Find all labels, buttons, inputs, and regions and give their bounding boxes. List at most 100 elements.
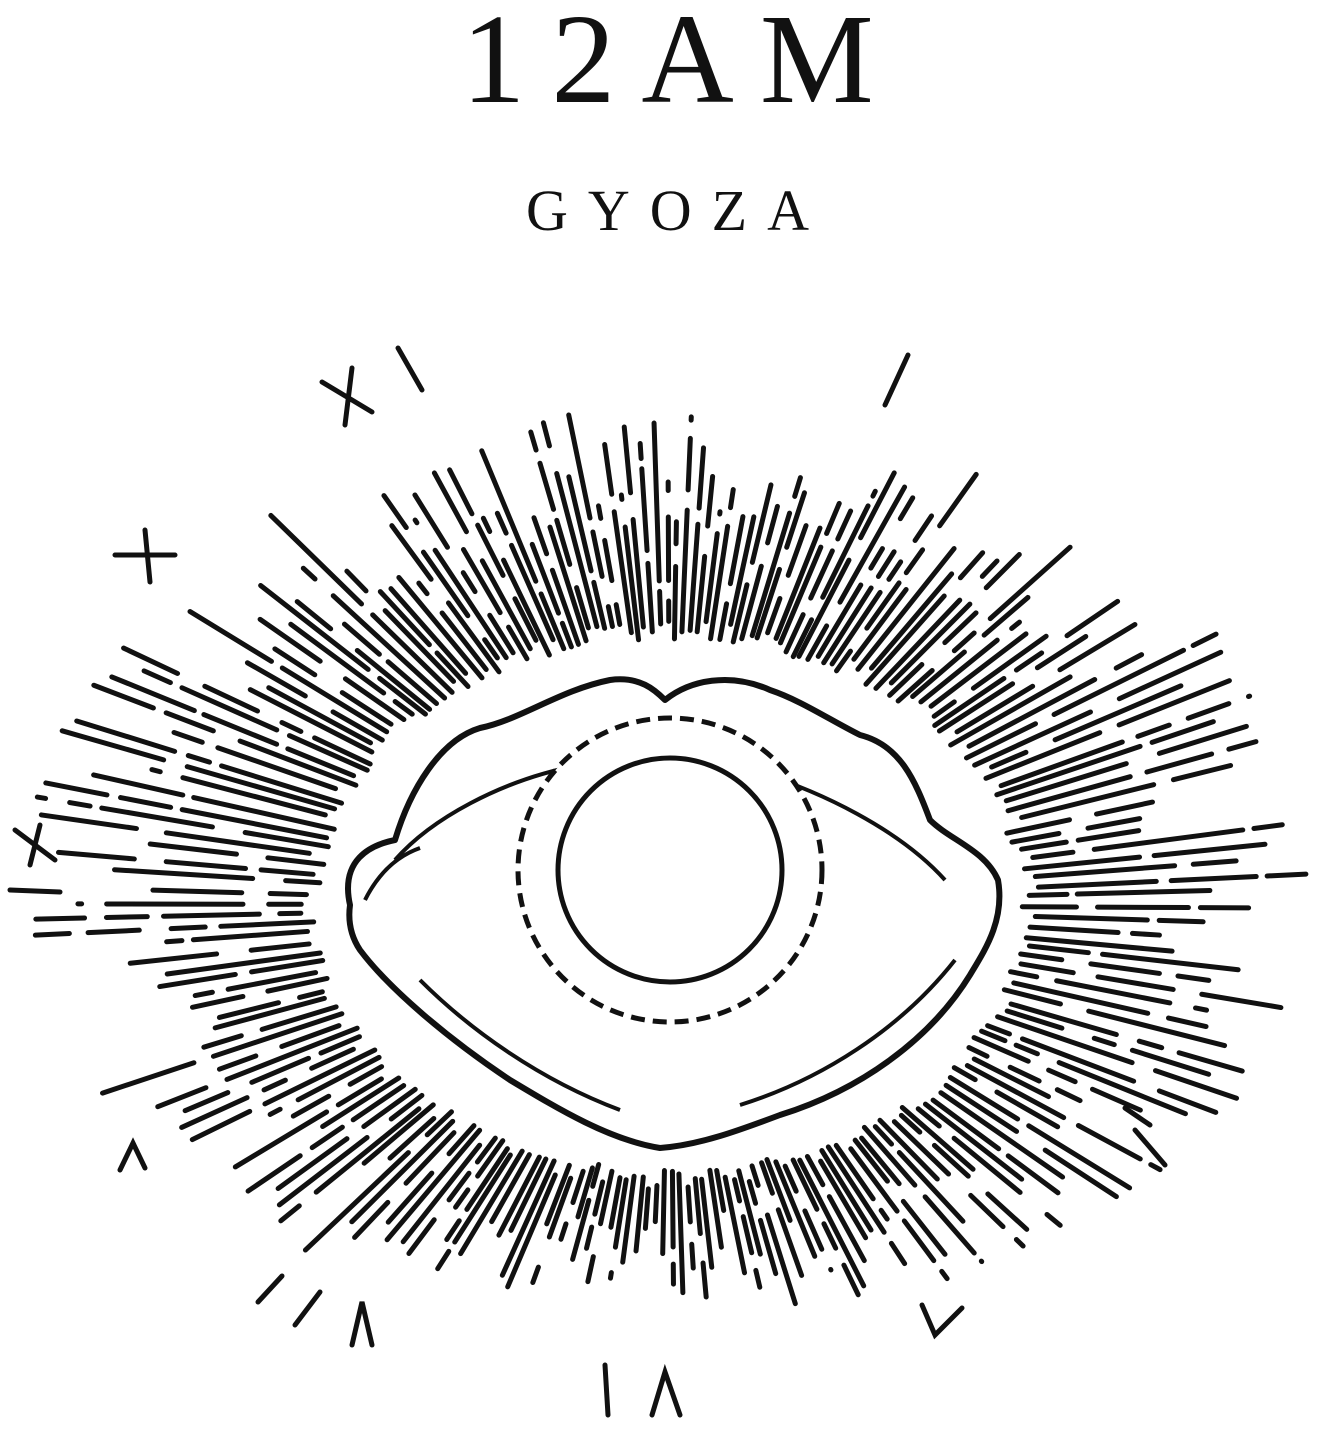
ray-segment	[32, 930, 72, 938]
ray-segment	[435, 1248, 452, 1272]
ray-segment	[963, 721, 1038, 761]
ray-segment	[474, 1135, 498, 1165]
ray-segment	[730, 582, 750, 645]
ray-segment	[708, 523, 731, 642]
ray-segment	[1091, 1035, 1117, 1048]
ray-segment	[529, 541, 561, 616]
ray-segment	[1251, 822, 1285, 831]
ray-segment	[187, 609, 274, 664]
ray-segment	[943, 1082, 1020, 1134]
ray-segment	[182, 1090, 231, 1114]
ray-segment	[895, 668, 935, 704]
ray-segment	[275, 1136, 350, 1192]
ray-segment	[584, 1224, 595, 1251]
ray-segment	[1136, 1038, 1165, 1051]
ray-segment	[171, 729, 205, 745]
ray-segment	[964, 1063, 1067, 1121]
ray-segment	[385, 1170, 435, 1225]
ray-segment	[773, 525, 823, 641]
ray-segment	[566, 474, 594, 574]
ray-segment	[922, 1101, 1025, 1182]
ray-segment	[785, 523, 809, 578]
star-marks	[7, 345, 1168, 1418]
ray-segment	[453, 1187, 471, 1210]
ray-segment	[1003, 761, 1129, 804]
ray-segment	[1035, 878, 1159, 890]
ray-segment	[1057, 622, 1138, 673]
ray-segment	[261, 1077, 288, 1093]
ray-segment	[279, 665, 390, 735]
ray-segment	[494, 510, 509, 536]
ray-segment	[689, 1241, 696, 1271]
ray-segment	[696, 445, 707, 511]
ray-segment	[487, 612, 516, 656]
ray-segment	[149, 767, 163, 775]
ray-segment	[948, 674, 1073, 748]
ray-segment	[1044, 1211, 1063, 1228]
ray-segment	[790, 1157, 820, 1212]
ray-segment	[558, 1221, 569, 1242]
ray-segment	[1022, 854, 1143, 872]
ray-segment	[1064, 598, 1121, 639]
ray-segment	[590, 529, 605, 579]
ray-segment	[191, 795, 337, 832]
ray-segment	[851, 586, 909, 662]
logo-subtitle: GYOZA	[526, 178, 829, 243]
ray-segment	[818, 1158, 869, 1241]
ray-segment	[1011, 980, 1151, 1016]
ray-segment	[951, 630, 977, 654]
ray-segment	[888, 1240, 908, 1267]
ray-segment	[1032, 913, 1150, 923]
ray-segment	[1030, 849, 1076, 860]
ray-segment	[936, 681, 1016, 734]
ray-segment	[1168, 874, 1259, 884]
ray-segment	[99, 805, 215, 830]
ray-segment	[633, 1174, 646, 1254]
ray-segment	[431, 470, 469, 535]
ray-segment	[707, 1167, 724, 1250]
ray-segment	[825, 1144, 887, 1235]
ray-segment	[968, 1192, 1006, 1230]
ray-segment	[979, 558, 1000, 579]
ray-segment	[873, 597, 963, 691]
ray-segment	[764, 1212, 798, 1307]
ray-segment	[966, 1045, 990, 1059]
ray-segment	[1052, 683, 1184, 743]
ray-segment	[740, 1214, 755, 1256]
ray-segment	[1019, 839, 1069, 852]
ray-segment	[224, 1025, 360, 1082]
ray-segment	[439, 610, 489, 672]
ray-segment	[479, 558, 533, 652]
ray-segment	[757, 1217, 779, 1277]
ray-segment	[1019, 782, 1157, 820]
ray-segment	[841, 1262, 861, 1298]
ray-segment	[938, 1090, 1066, 1180]
ray-segment	[121, 645, 181, 676]
ray-segment	[189, 993, 246, 1010]
ray-segment	[1175, 973, 1212, 983]
ray-segment	[1170, 763, 1234, 783]
ray-segment	[613, 602, 623, 627]
ray-segment	[1042, 1147, 1119, 1200]
ray-segment	[749, 482, 774, 565]
ray-segment	[954, 683, 1036, 735]
ray-segment	[1135, 722, 1172, 739]
ray-segment	[278, 1203, 302, 1224]
ray-segment	[833, 1142, 876, 1202]
ray-segment	[446, 1123, 477, 1157]
ray-segment	[773, 1159, 818, 1259]
ray-segment	[168, 924, 208, 932]
ray-segment	[899, 1105, 976, 1172]
ray-segment	[242, 830, 331, 850]
ray-segment	[957, 550, 986, 581]
ray-segment	[887, 662, 925, 698]
ray-segment	[835, 508, 854, 542]
ray-segment	[1023, 935, 1175, 954]
ray-segment	[746, 1178, 759, 1206]
ray-segment	[219, 763, 345, 806]
ray-segment	[43, 780, 110, 798]
ray-segment	[91, 772, 186, 798]
ray-segment	[775, 1207, 805, 1278]
ray-segment	[942, 610, 979, 646]
ray-segment	[127, 951, 220, 966]
